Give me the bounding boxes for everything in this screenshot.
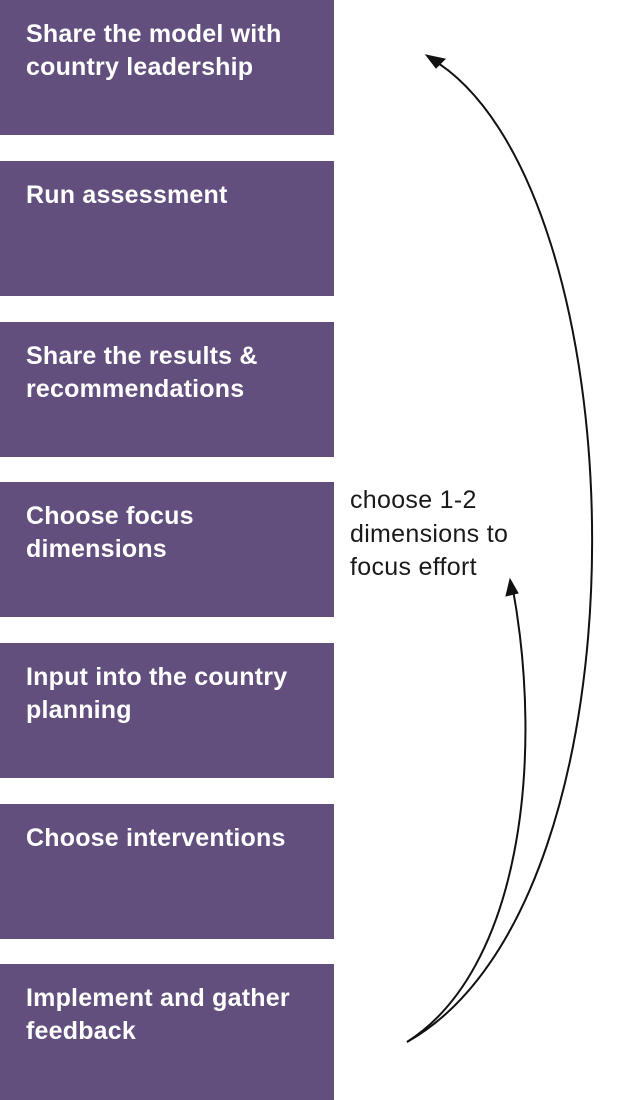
step-box-run-assessment: Run assessment <box>0 161 334 296</box>
step-box-share-results: Share the results & recommendations <box>0 322 334 457</box>
step-box-choose-focus: Choose focus dimensions <box>0 482 334 617</box>
long-arrowhead <box>424 54 447 69</box>
step-label: Run assessment <box>26 181 228 209</box>
step-label: Share the results & recommendations <box>26 342 258 403</box>
step-box-implement-feedback: Implement and gather feedback <box>0 964 334 1100</box>
short-feedback-arrow <box>406 583 527 1043</box>
step-box-input-planning: Input into the country planning <box>0 643 334 778</box>
step-label: Implement and gather feedback <box>26 984 290 1045</box>
step-label: Choose interventions <box>26 824 286 852</box>
step-label: Input into the country planning <box>26 663 288 724</box>
step-label: Share the model with country leadership <box>26 20 282 81</box>
annotation-text: choose 1-2 dimensions to focus effort <box>350 486 509 581</box>
step-box-choose-interventions: Choose interventions <box>0 804 334 939</box>
step-box-share-model: Share the model with country leadership <box>0 0 334 135</box>
step-label: Choose focus dimensions <box>26 502 194 563</box>
